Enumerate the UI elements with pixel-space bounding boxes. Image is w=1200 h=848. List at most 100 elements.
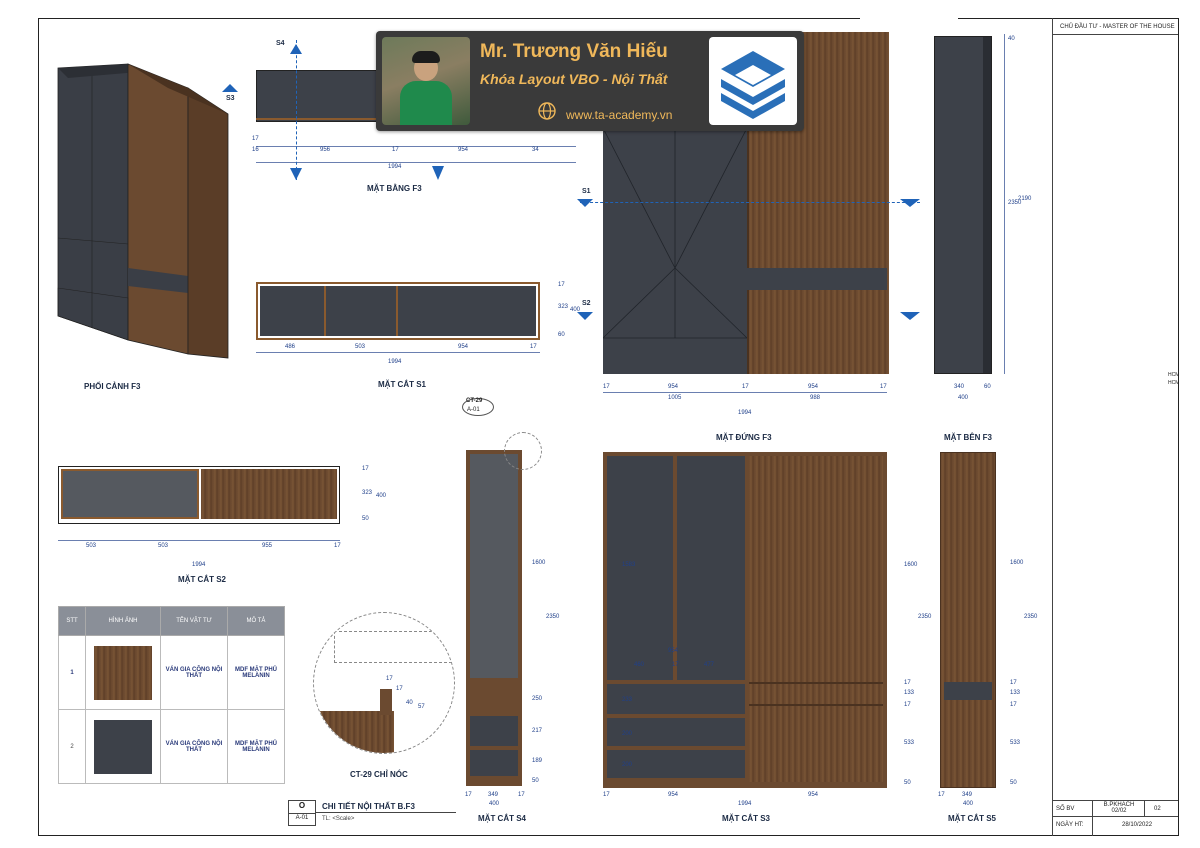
s2-dim-955: 955 xyxy=(262,543,273,549)
s3-upper-left-b xyxy=(677,456,745,680)
title-sheet-left-rule xyxy=(1052,18,1053,836)
plan-dim-16: 16 xyxy=(252,147,259,153)
s4-dim-1600: 1600 xyxy=(532,560,546,566)
title-sheet-ngay-label: NGÀY HT: xyxy=(1056,822,1084,828)
bottom-title-text: CHI TIẾT NỘI THẤT B.F3 xyxy=(322,802,415,811)
detail-dashed-box xyxy=(334,631,452,663)
table-cell-stt: 2 xyxy=(58,709,86,784)
elev-dim-17c: 17 xyxy=(880,384,887,390)
s3-dim-1600: 1600 xyxy=(904,562,918,568)
s2-dim-17b: 17 xyxy=(362,466,369,472)
plan-dim-17: 17 xyxy=(392,147,399,153)
s3-dim-1583: 1583 xyxy=(622,562,636,568)
s3-dim-17a: 17 xyxy=(904,680,911,686)
s4-dim-189: 189 xyxy=(532,758,543,764)
elev-dim-17b: 17 xyxy=(742,384,749,390)
layers-icon xyxy=(721,51,785,119)
s2-drawing xyxy=(58,466,340,524)
instructor-banner: Mr. Trương Văn Hiếu Khóa Layout VBO - Nộ… xyxy=(376,31,804,131)
s3-drawing xyxy=(603,452,887,788)
s1-dim-486: 486 xyxy=(285,344,296,350)
marker-s3-arrow xyxy=(222,84,238,92)
s2-dim-1994: 1994 xyxy=(192,562,206,568)
banner-website[interactable]: www.ta-academy.vn xyxy=(566,108,673,122)
marker-s4-label: S4 xyxy=(276,40,285,47)
side-drawing xyxy=(934,36,992,374)
title-sheet-bottom-rule-2 xyxy=(1052,816,1178,817)
s3-dim-233: 233 xyxy=(622,697,633,703)
title-sheet-ngay-value: 28/10/2022 xyxy=(1122,822,1153,828)
title-sheet-owner: CHỦ ĐẦU TƯ - MASTER OF THE HOUSE xyxy=(1060,24,1175,30)
marker-s4-arrow-top xyxy=(290,44,302,54)
bottom-title-rule xyxy=(316,812,456,813)
callout-bubble xyxy=(462,398,494,416)
s3-drawer-3 xyxy=(607,750,745,778)
elev-dim-954a: 954 xyxy=(668,384,679,390)
perspective-drawing xyxy=(48,58,233,360)
banner-course: Khóa Layout VBO - Nội Thất xyxy=(480,71,668,87)
s2-label: MẶT CẮT S2 xyxy=(178,575,226,584)
s1-dim-400: 400 xyxy=(570,307,581,313)
table-header-name: TÊN VẬT TƯ xyxy=(160,606,228,636)
s4-drawer-2 xyxy=(470,750,518,776)
plan-dim-total: 1994 xyxy=(388,164,402,170)
detail-circle xyxy=(313,612,455,754)
s3-drawer-2 xyxy=(607,718,745,746)
side-label: MẶT BÊN F3 xyxy=(944,433,992,442)
marker-s1-line xyxy=(580,202,920,203)
side-dim-60: 60 xyxy=(984,384,991,390)
s3-dim-17b: 17 xyxy=(904,702,911,708)
elev-dim-line xyxy=(603,392,887,393)
perspective-label: PHỐI CẢNH F3 xyxy=(84,382,141,391)
table-cell-desc: MDF MẶT PHỦ MELANIN xyxy=(227,709,285,784)
s4-label: MẶT CẮT S4 xyxy=(478,814,526,823)
s5-dim-50: 50 xyxy=(1010,780,1017,786)
s2-dim-400: 400 xyxy=(376,493,387,499)
s4-dim-17a: 17 xyxy=(465,792,472,798)
s5-dim-133: 133 xyxy=(1010,690,1021,696)
s5-body xyxy=(940,452,996,788)
s1-dim-503: 503 xyxy=(355,344,366,350)
elev-dim-1994: 1994 xyxy=(738,410,752,416)
s1-dim-17b: 17 xyxy=(558,282,565,288)
bottom-title-scale: TL: <Scale> xyxy=(322,816,355,822)
table-header-image: HÌNH ẢNH xyxy=(85,606,161,636)
s3-dim-17c: 17 xyxy=(603,792,610,798)
title-sheet-note-1: HCM xyxy=(1168,372,1180,378)
bottom-title-symbol: O xyxy=(298,801,306,810)
s3-dim-954-top: 954 xyxy=(668,648,679,654)
side-dim-vline xyxy=(1004,34,1005,374)
s3-dim-200a: 200 xyxy=(622,731,633,737)
s2-panel-dark xyxy=(61,469,199,519)
s4-dim-250: 250 xyxy=(532,696,543,702)
s1-panel-2 xyxy=(326,286,398,336)
s4-dim-217: 217 xyxy=(532,728,543,734)
marker-s4-line xyxy=(296,40,297,180)
s3-dim-200b: 200 xyxy=(622,762,633,768)
s2-dim-503b: 503 xyxy=(158,543,169,549)
marker-s3-label: S3 xyxy=(226,95,235,102)
marker-s1-arrow-right xyxy=(900,199,920,207)
material-table: STT HÌNH ẢNH TÊN VẬT TƯ MÔ TẢ 1 VÁN GIA … xyxy=(58,606,285,784)
s1-label: MẶT CẮT S1 xyxy=(378,380,426,389)
s1-dim-17: 17 xyxy=(530,344,537,350)
s5-label: MẶT CẮT S5 xyxy=(948,814,996,823)
s3-dim-50: 50 xyxy=(904,780,911,786)
title-sheet-so-bv-value: B.PKHACH 02/02 xyxy=(1103,802,1135,814)
swatch-wood xyxy=(94,645,152,700)
table-cell-name: VÁN GIA CÔNG NỘI THẤT xyxy=(160,709,228,784)
sheet-top-line-right xyxy=(958,18,1178,19)
perspective-svg xyxy=(57,63,229,359)
s3-dim-1994: 1994 xyxy=(738,801,752,807)
elevation-label: MẶT ĐỨNG F3 xyxy=(716,433,772,442)
s5-drawer xyxy=(944,682,992,700)
s4-dim-50: 50 xyxy=(532,778,539,784)
table-cell-stt: 1 xyxy=(58,635,86,710)
s5-dim-17a: 17 xyxy=(1010,680,1017,686)
elev-dim-1005: 1005 xyxy=(668,395,682,401)
s5-dim-533: 533 xyxy=(1010,740,1021,746)
s4-dim-400: 400 xyxy=(489,801,500,807)
detail-dim-40: 40 xyxy=(406,700,413,706)
s1-dim-line xyxy=(256,352,540,353)
table-row: 1 VÁN GIA CÔNG NỘI THẤT MDF MẶT PHỦ MELA… xyxy=(58,635,285,710)
